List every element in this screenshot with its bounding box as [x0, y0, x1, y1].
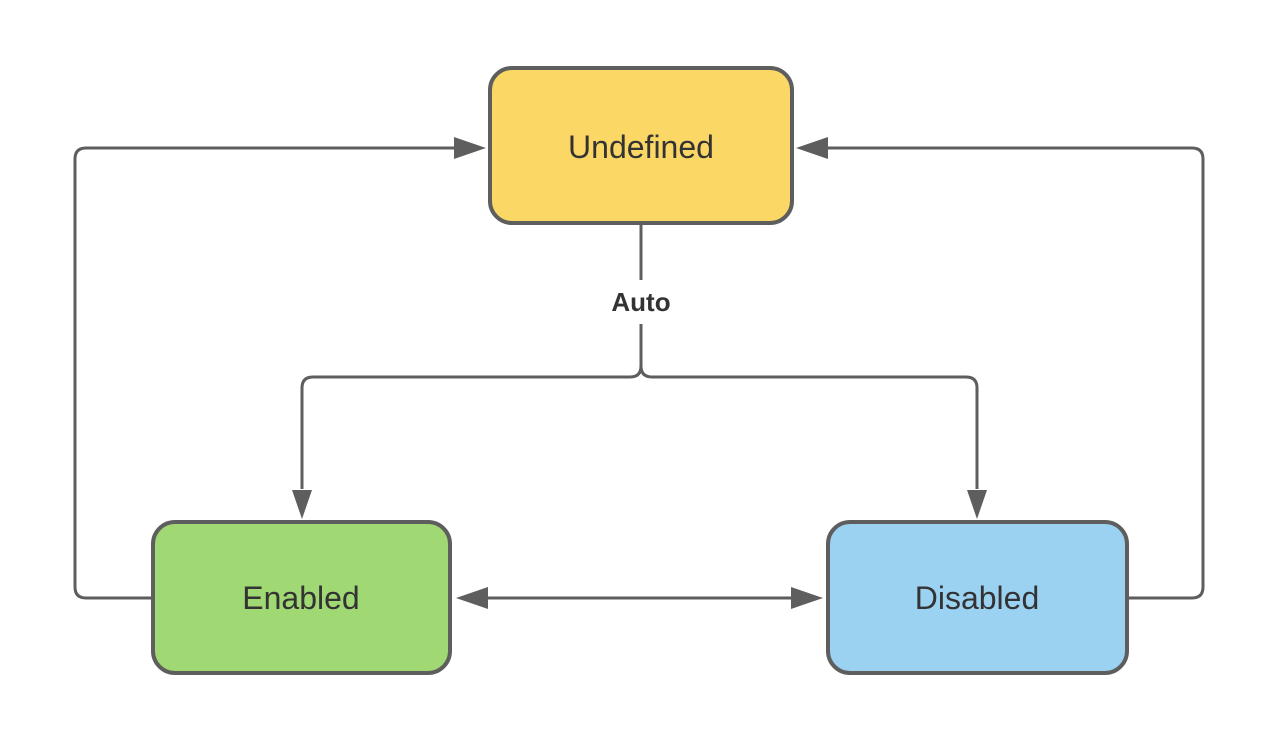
- node-disabled-label: Disabled: [915, 580, 1040, 616]
- node-undefined-label: Undefined: [568, 129, 714, 165]
- arrowhead-into-undefined-right: [796, 137, 828, 159]
- arrowhead-into-undefined-left: [454, 137, 486, 159]
- arrowhead-into-enabled-top: [292, 490, 312, 519]
- node-undefined-shape: [488, 66, 794, 225]
- node-enabled-label: Enabled: [242, 580, 359, 616]
- edge-undefined-to-disabled: [639, 365, 979, 489]
- edge-undefined-to-enabled: [300, 365, 643, 489]
- edge-label-auto: Auto: [611, 287, 670, 317]
- node-disabled: Disabled: [826, 520, 1129, 675]
- arrowhead-into-disabled-left: [791, 587, 823, 609]
- connectors: [73, 146, 1205, 600]
- node-enabled-shape: [151, 520, 452, 675]
- edge-enabled-to-undefined: [73, 146, 454, 600]
- edge-disabled-to-undefined: [828, 146, 1205, 600]
- arrowheads: [292, 137, 987, 609]
- arrowhead-into-disabled-top: [967, 490, 987, 519]
- node-enabled: Enabled: [151, 520, 452, 675]
- node-undefined: Undefined: [488, 66, 794, 225]
- node-disabled-shape: [826, 520, 1129, 675]
- arrowhead-into-enabled-right: [456, 587, 488, 609]
